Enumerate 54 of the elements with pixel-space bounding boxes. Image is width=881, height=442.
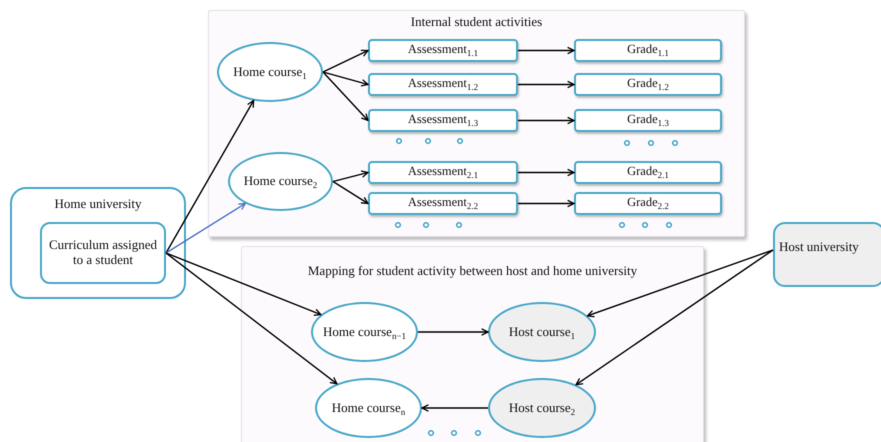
arrow <box>518 200 575 208</box>
node-label: Grade$_{1.2}$ <box>627 76 669 90</box>
group-title: Internal student activities <box>410 15 542 30</box>
node-label: Curriculum assigned to a student <box>48 238 158 268</box>
arrow <box>518 80 575 88</box>
arrow <box>586 249 774 318</box>
group-title: Home university <box>54 197 142 212</box>
process-box <box>574 73 722 96</box>
panel <box>241 246 704 442</box>
node-label: Home course$_{n−1}$ <box>322 324 406 340</box>
group-box <box>10 187 186 299</box>
process-box <box>574 39 722 62</box>
node-label: Home course$_{n}$ <box>332 400 406 416</box>
arrow <box>421 404 488 412</box>
node-label: Host course$_{2}$ <box>508 400 576 416</box>
process-box <box>368 161 518 184</box>
arrow <box>166 202 246 254</box>
process-box <box>368 192 518 215</box>
process-box <box>574 192 722 215</box>
node-label: Grade$_{2.1}$ <box>627 164 669 178</box>
arrow <box>165 100 254 254</box>
panel <box>208 10 745 237</box>
arrow <box>518 168 575 176</box>
process-box <box>40 222 166 284</box>
node-label: Assessment$_{2.1}$ <box>408 164 478 178</box>
node-label: Assessment$_{1.1}$ <box>408 42 478 56</box>
process-box <box>368 73 518 96</box>
arrow <box>332 180 369 204</box>
node-label: Assessment$_{1.2}$ <box>408 76 478 90</box>
arrow <box>575 249 774 386</box>
node-label: Home course$_{1}$ <box>233 64 307 80</box>
process-box <box>368 109 518 132</box>
arrow <box>322 50 369 73</box>
node-label: Assessment$_{2.2}$ <box>408 194 478 210</box>
group-title: Mapping for student activity between host and home university <box>308 264 638 279</box>
node-label: Assessment$_{1.3}$ <box>408 112 478 126</box>
node-label: Grade$_{2.2}$ <box>627 194 669 210</box>
arrow <box>518 46 575 54</box>
arrow <box>166 252 338 384</box>
arrow <box>518 116 575 124</box>
node-label: Host course$_{1}$ <box>508 324 576 340</box>
arrow <box>322 71 369 86</box>
group-title: Host university <box>779 240 859 255</box>
node-label: Grade$_{1.3}$ <box>627 112 669 126</box>
arrow <box>418 328 489 336</box>
group-box <box>773 222 881 287</box>
process-box <box>368 39 518 62</box>
arrow <box>322 72 369 122</box>
arrow <box>166 252 322 316</box>
process-box <box>574 109 722 132</box>
arrow <box>332 170 369 182</box>
node-label: Home course$_{2}$ <box>244 174 318 189</box>
process-box <box>574 161 722 184</box>
node-label: Grade$_{1.1}$ <box>627 42 669 56</box>
